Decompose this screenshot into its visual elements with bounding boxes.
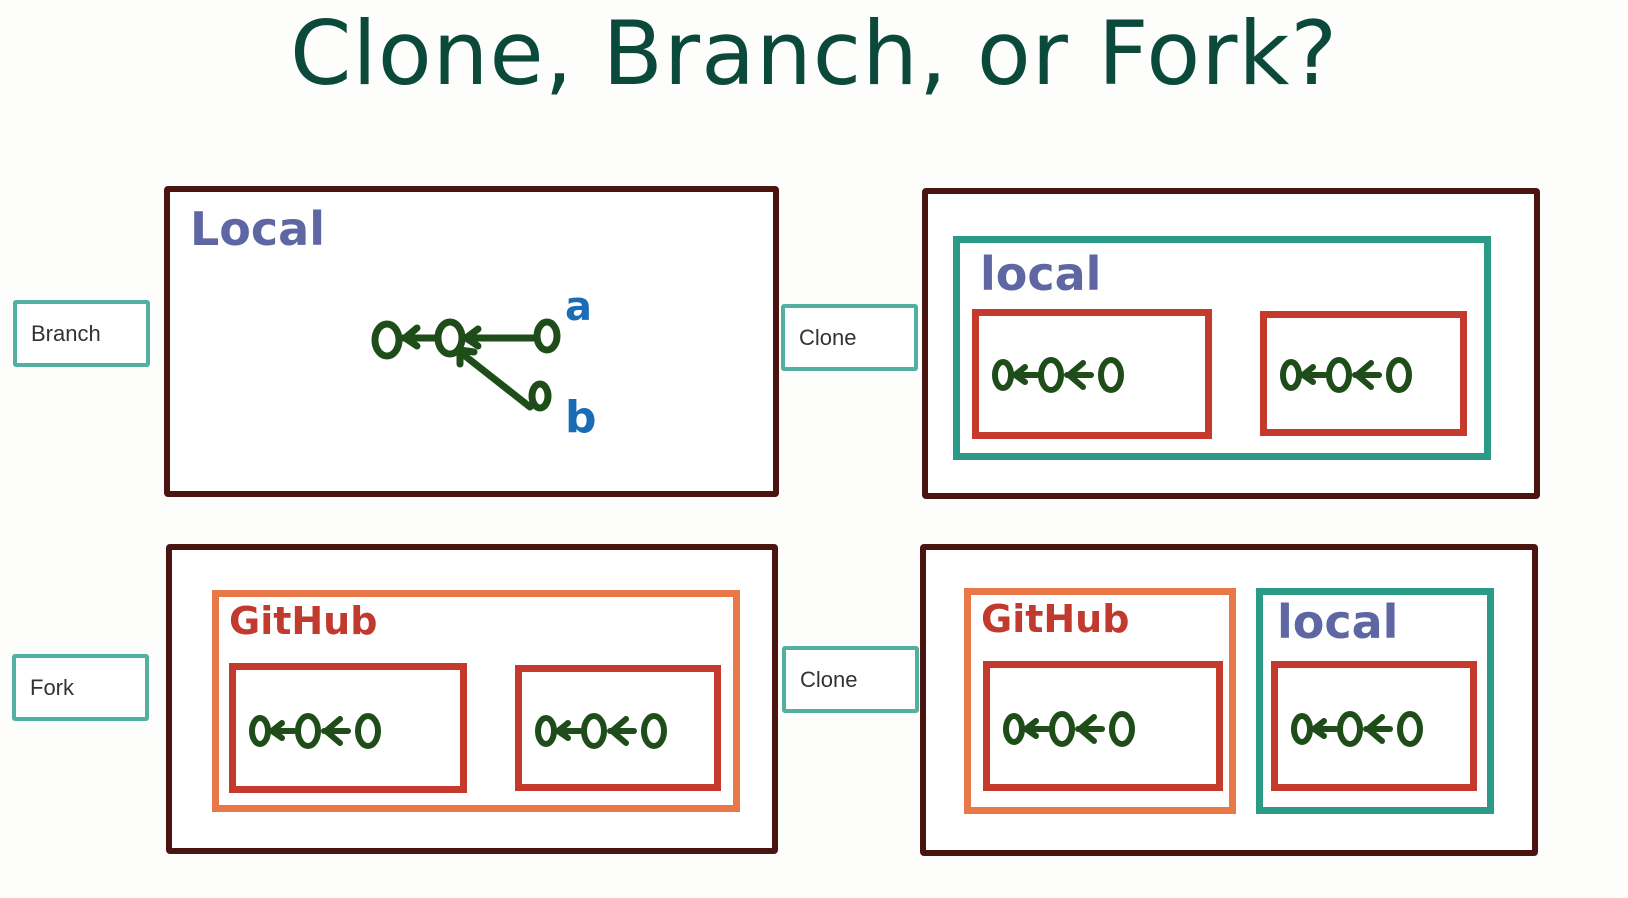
branch-b-label: b (565, 392, 597, 443)
repository-box (972, 309, 1212, 439)
local-container: local (953, 236, 1491, 460)
repository-box (229, 663, 467, 793)
clone-label-top: Clone (799, 324, 857, 350)
clone-github-local-diagram-panel: GitHub local (920, 544, 1538, 856)
github-label: GitHub (981, 597, 1130, 641)
branch-graph-icon: a b (371, 284, 597, 443)
local-label: local (980, 247, 1102, 301)
commit-chain-icon (535, 713, 667, 749)
repository-box (1271, 661, 1477, 791)
clone-answer-box-top[interactable]: Clone (781, 304, 918, 371)
commit-chain-icon (992, 357, 1124, 393)
local-label: Local (190, 202, 325, 256)
page-title: Clone, Branch, or Fork? (289, 2, 1339, 105)
fork-label: Fork (30, 674, 74, 700)
github-label: GitHub (229, 599, 378, 643)
branch-a-label: a (565, 284, 592, 330)
github-container: GitHub (964, 588, 1236, 814)
local-label: local (1277, 595, 1399, 649)
branch-label: Branch (31, 320, 101, 346)
fork-github-diagram-panel: GitHub (166, 544, 778, 854)
commit-chain-icon (249, 713, 381, 749)
local-container: local (1256, 588, 1494, 814)
commit-chain-icon (1003, 711, 1135, 747)
commit-chain-icon (1280, 357, 1412, 393)
commit-chain-icon (1291, 711, 1423, 747)
clone-local-diagram-panel: local (922, 188, 1540, 499)
repository-box (983, 661, 1223, 791)
repository-box (1260, 311, 1467, 436)
branch-answer-box[interactable]: Branch (13, 300, 150, 367)
clone-label-bottom: Clone (800, 666, 858, 692)
github-container: GitHub (212, 590, 740, 812)
repository-box (515, 665, 721, 791)
fork-answer-box[interactable]: Fork (12, 654, 149, 721)
branch-diagram-panel: Local a b (164, 186, 779, 497)
clone-answer-box-bottom[interactable]: Clone (782, 646, 919, 713)
